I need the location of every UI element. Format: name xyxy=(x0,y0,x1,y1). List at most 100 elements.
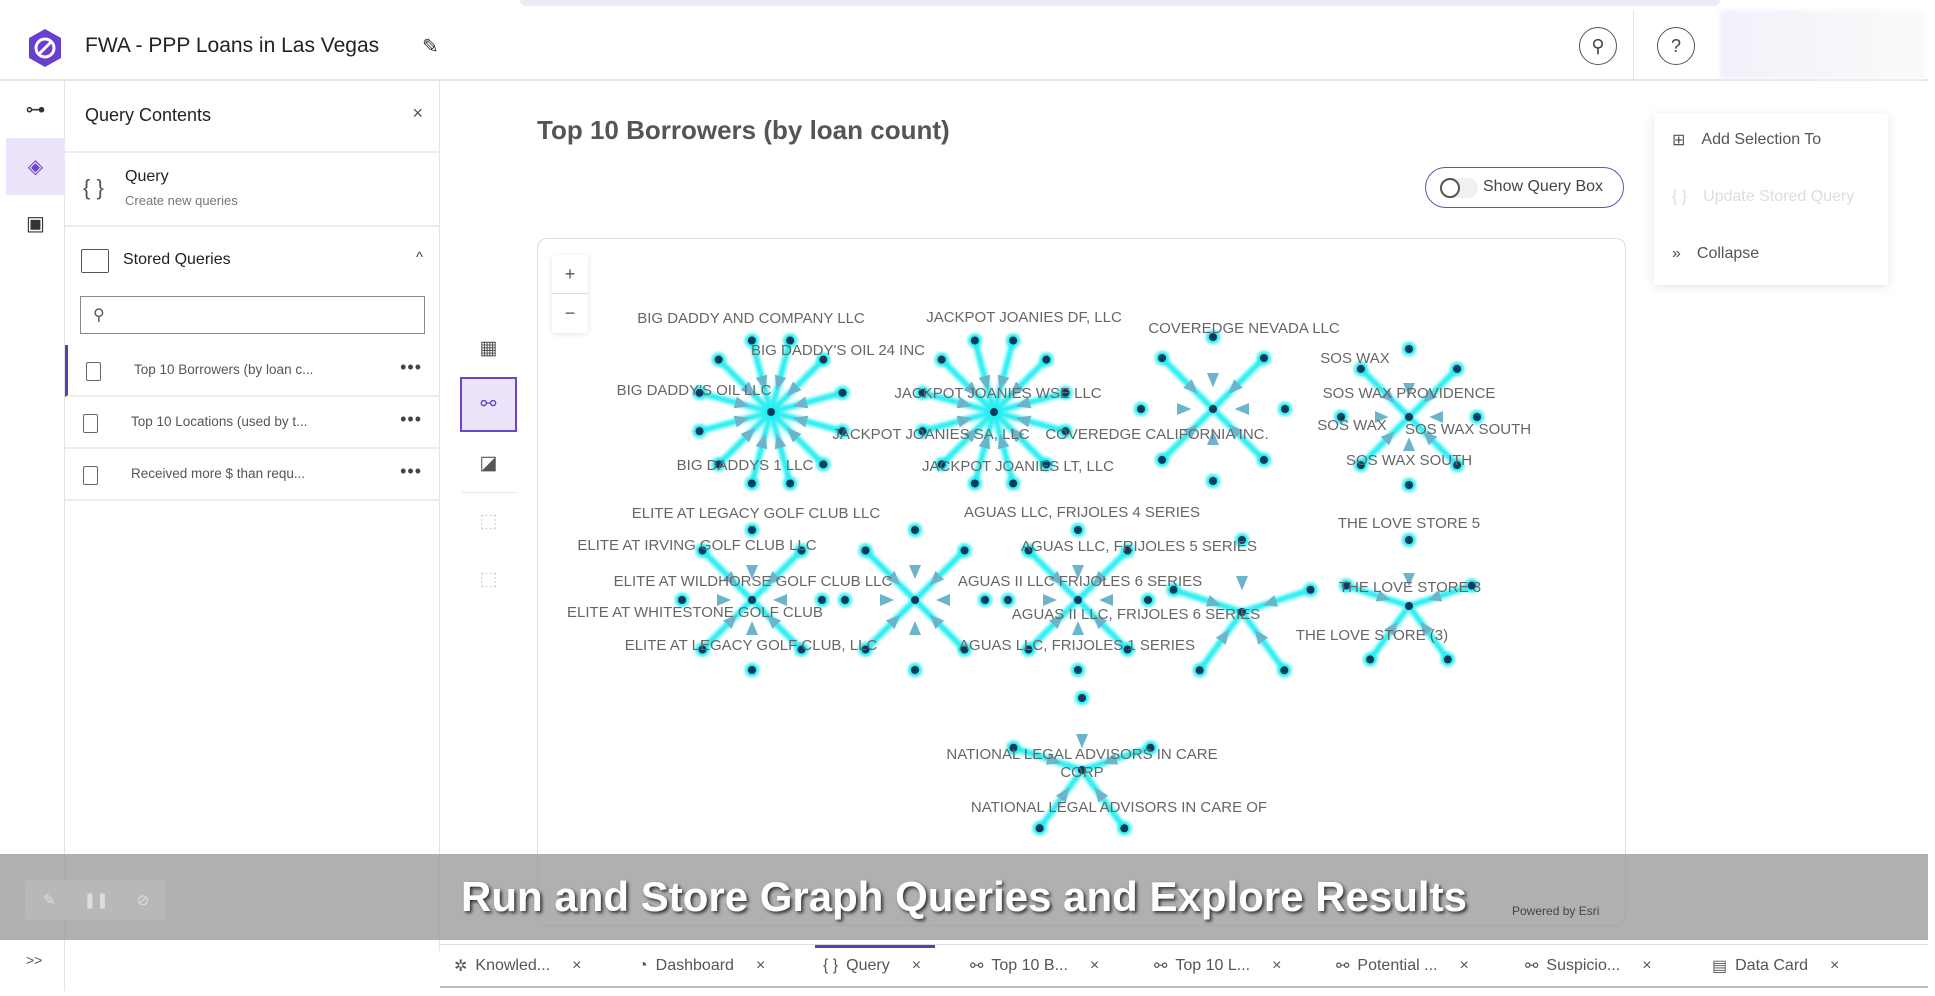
edge[interactable] xyxy=(1079,767,1128,832)
user-avatar[interactable] xyxy=(1720,10,1925,80)
node[interactable] xyxy=(1405,345,1413,353)
node[interactable] xyxy=(918,427,927,436)
edge[interactable] xyxy=(1367,603,1412,663)
cluster[interactable] xyxy=(675,523,829,677)
node[interactable] xyxy=(1453,461,1462,470)
stored-query-item[interactable]: Top 10 Borrowers (by loan c...••• xyxy=(65,345,440,397)
node[interactable] xyxy=(937,460,946,469)
node[interactable] xyxy=(1074,526,1082,534)
close-icon[interactable]: × xyxy=(1272,957,1282,974)
node[interactable] xyxy=(918,388,927,397)
edge[interactable] xyxy=(1036,767,1085,832)
close-icon[interactable]: × xyxy=(1089,957,1100,974)
node[interactable] xyxy=(960,546,969,555)
edge[interactable] xyxy=(768,356,827,415)
node[interactable] xyxy=(1146,743,1155,752)
pencil-icon[interactable]: ✎ xyxy=(422,36,439,58)
hub-node[interactable] xyxy=(1238,608,1246,616)
node[interactable] xyxy=(1009,336,1018,345)
table-icon[interactable]: ▦ xyxy=(479,338,498,359)
edge[interactable] xyxy=(715,356,774,415)
node[interactable] xyxy=(1078,694,1086,702)
node[interactable] xyxy=(695,427,704,436)
tab-knowled[interactable]: ✲Knowled...× xyxy=(454,945,581,987)
edge[interactable] xyxy=(1196,609,1245,674)
add-selection-to-item[interactable]: ⊞Add Selection To xyxy=(1672,130,1821,150)
edge[interactable] xyxy=(1075,597,1131,653)
node[interactable] xyxy=(1042,460,1051,469)
zoom-out-button[interactable]: − xyxy=(564,303,576,323)
hub-node[interactable] xyxy=(1405,413,1413,421)
node[interactable] xyxy=(1209,477,1217,485)
node[interactable] xyxy=(861,546,870,555)
node[interactable] xyxy=(841,596,849,604)
tab-data-card[interactable]: ▤Data Card× xyxy=(1712,945,1839,987)
node[interactable] xyxy=(786,336,795,345)
node[interactable] xyxy=(1473,413,1481,421)
close-icon[interactable]: × xyxy=(1642,957,1652,974)
tab-query[interactable]: { }Query× xyxy=(814,945,936,987)
edge[interactable] xyxy=(1239,609,1288,674)
cluster[interactable] xyxy=(1334,342,1484,492)
more-icon[interactable]: ••• xyxy=(400,357,422,377)
hub-node[interactable] xyxy=(1078,766,1086,774)
node[interactable] xyxy=(1004,596,1012,604)
close-icon[interactable]: × xyxy=(412,103,423,123)
close-icon[interactable]: × xyxy=(572,957,582,974)
node[interactable] xyxy=(1123,546,1132,555)
pause-icon[interactable]: ❚❚ xyxy=(83,892,109,909)
node[interactable] xyxy=(1280,666,1289,675)
edge[interactable] xyxy=(1075,547,1131,603)
node[interactable] xyxy=(695,388,704,397)
node[interactable] xyxy=(1453,364,1462,373)
chart-icon[interactable]: ◪ xyxy=(479,453,498,474)
edge[interactable] xyxy=(1406,603,1451,663)
stored-query-item[interactable]: Received more $ than requ...••• xyxy=(65,449,440,501)
node[interactable] xyxy=(1342,581,1351,590)
help-button[interactable]: ? xyxy=(1657,27,1695,65)
tab-top-10-b[interactable]: ⚯Top 10 B...× xyxy=(970,945,1099,987)
node[interactable] xyxy=(1356,364,1365,373)
cluster[interactable] xyxy=(692,333,850,491)
node[interactable] xyxy=(1042,355,1051,364)
more-icon[interactable]: ••• xyxy=(400,409,422,429)
node[interactable] xyxy=(714,355,723,364)
edge[interactable] xyxy=(715,409,774,468)
edge[interactable] xyxy=(1239,586,1314,615)
node[interactable] xyxy=(911,526,919,534)
edge[interactable] xyxy=(1343,582,1412,609)
node[interactable] xyxy=(970,336,979,345)
hub-node[interactable] xyxy=(990,408,998,416)
node[interactable] xyxy=(1443,655,1452,664)
edge[interactable] xyxy=(991,409,1050,468)
edge[interactable] xyxy=(1025,547,1081,603)
node[interactable] xyxy=(1024,546,1033,555)
node[interactable] xyxy=(1158,455,1167,464)
node[interactable] xyxy=(747,336,756,345)
tab-dashboard[interactable]: ◔Dashboard× xyxy=(638,945,765,987)
cluster[interactable] xyxy=(1001,523,1155,677)
node[interactable] xyxy=(1061,388,1070,397)
close-icon[interactable]: × xyxy=(1830,957,1840,974)
node[interactable] xyxy=(1195,666,1204,675)
node[interactable] xyxy=(960,645,969,654)
tab-suspicio[interactable]: ⚯Suspicio...× xyxy=(1525,945,1652,987)
node[interactable] xyxy=(1405,481,1413,489)
toggle-switch[interactable] xyxy=(1440,178,1478,198)
edge[interactable] xyxy=(991,356,1050,415)
node[interactable] xyxy=(1366,655,1375,664)
video-controls[interactable]: ✎❚❚⊘ xyxy=(25,880,165,920)
cluster[interactable] xyxy=(1134,330,1292,488)
node[interactable] xyxy=(1024,645,1033,654)
node[interactable] xyxy=(1009,743,1018,752)
node[interactable] xyxy=(698,645,707,654)
cluster[interactable] xyxy=(1166,533,1318,678)
node[interactable] xyxy=(797,546,806,555)
node[interactable] xyxy=(861,645,870,654)
more-icon[interactable]: ••• xyxy=(400,461,422,481)
cluster[interactable] xyxy=(1339,533,1479,667)
node[interactable] xyxy=(819,355,828,364)
save-icon[interactable]: ▣ xyxy=(26,213,45,235)
hub-node[interactable] xyxy=(767,408,775,416)
